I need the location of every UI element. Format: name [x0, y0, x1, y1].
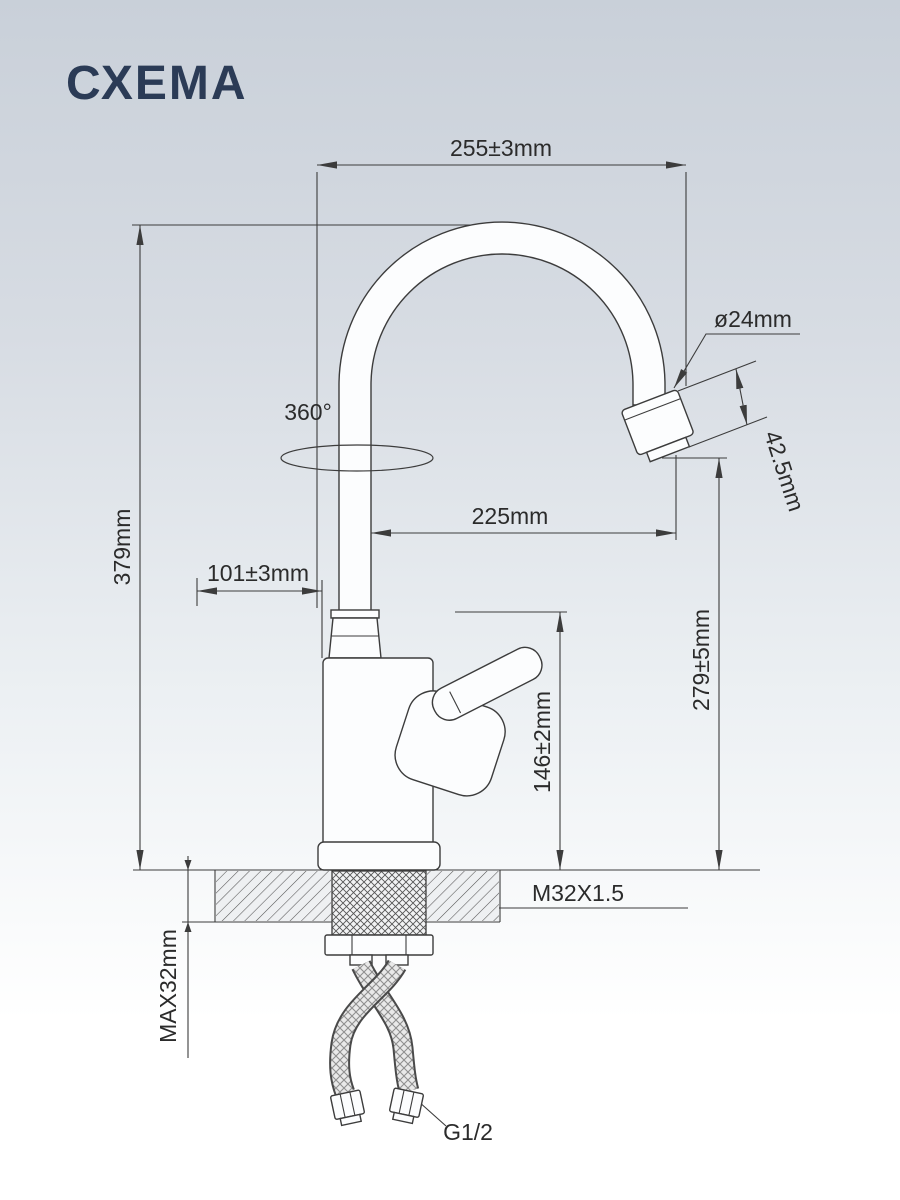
dim-label-outlet-height: 279±5mm — [688, 609, 714, 711]
counter-deck — [133, 869, 760, 922]
faucet-drawing — [133, 221, 760, 1127]
dim-label-nozzle-length: 42.5mm — [759, 428, 809, 515]
extension-lines — [132, 172, 768, 658]
spout-nozzle — [621, 389, 694, 463]
hose-nut-left — [329, 1089, 365, 1127]
dim-label-body-height: 146±2mm — [529, 691, 555, 793]
dim-label-hose-thread: G1/2 — [443, 1119, 493, 1145]
dimension-labels: 255±3mm ø24mm 360° 42.5mm 225mm 101±3mm … — [109, 135, 810, 1145]
base-flange — [317, 841, 441, 871]
dim-label-base-offset: 101±3mm — [207, 560, 309, 586]
diagram-title: СХЕМА — [66, 57, 248, 110]
supply-hose-left — [329, 959, 407, 1097]
dim-label-mount-thread: M32X1.5 — [532, 880, 624, 906]
dim-label-total-height: 379mm — [109, 509, 135, 586]
spout-tube — [338, 221, 666, 613]
dim-line-nozzle-length — [735, 368, 748, 426]
threaded-shank — [331, 870, 427, 936]
dim-label-spout-width: 255±3mm — [450, 135, 552, 161]
dim-label-spout-reach: 225mm — [472, 503, 549, 529]
leader-hose-thread — [417, 1100, 447, 1127]
lock-nut — [324, 934, 434, 966]
swivel-ellipse — [280, 444, 434, 472]
dim-label-max-deck-thickness: MAX32mm — [155, 929, 181, 1043]
neck-collar — [328, 609, 382, 659]
hose-nut-right — [389, 1087, 425, 1125]
leader-spout-diameter — [673, 333, 800, 389]
dim-label-swivel-angle: 360° — [284, 399, 332, 425]
handle-lever — [431, 646, 543, 721]
dim-label-spout-diameter: ø24mm — [714, 306, 792, 332]
